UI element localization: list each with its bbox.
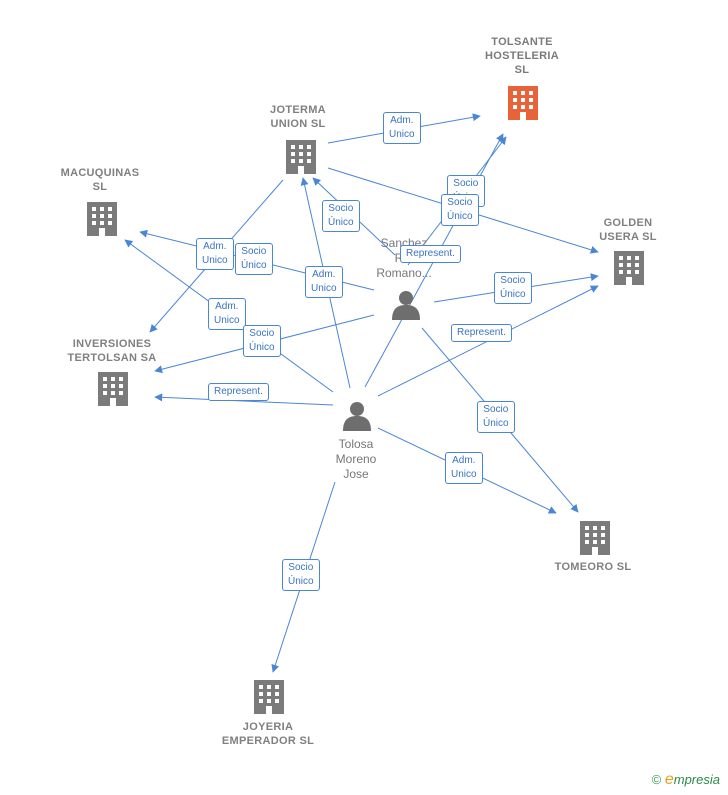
building-icon-inversiones — [98, 372, 128, 406]
edge-tolosa-inversiones — [154, 393, 334, 406]
edge-label-joterma-tolsante: Adm. Unico — [383, 112, 421, 144]
edge-label-tolosa-golden: Represent. — [451, 324, 512, 342]
company-label-macuquinas[interactable]: MACUQUINAS SL — [60, 167, 140, 193]
building-icon-macuquinas — [87, 202, 117, 236]
company-label-inversiones[interactable]: INVERSIONES TERTOLSAN SA — [67, 338, 157, 364]
company-label-joterma[interactable]: JOTERMA UNION SL — [270, 104, 326, 130]
copyright-icon: © — [651, 772, 662, 787]
edge-label-sanchez-macuquinas: Socio Único — [235, 243, 273, 275]
brand-initial: e — [664, 771, 674, 788]
company-label-tolsante[interactable]: TOLSANTE HOSTELERIA SL — [485, 36, 559, 76]
person-label-tolosa[interactable]: Tolosa Moreno Jose — [335, 437, 377, 481]
person-icon-tolosa — [343, 402, 371, 431]
edge-label-sanchez-tolsante-2: Socio Único — [441, 194, 479, 226]
edge-label-tolosa-tomeoro: Adm. Unico — [445, 452, 483, 484]
edge-label-sanchez-tolsante-rep: Represent. — [400, 245, 461, 263]
building-icon-tolsante — [508, 86, 538, 120]
edge-label-tolosa-inversiones: Represent. — [208, 383, 269, 401]
edge-label-sanchez-joterma: Socio Único — [322, 200, 360, 232]
company-label-joyeria[interactable]: JOYERIA EMPERADOR SL — [221, 721, 315, 747]
company-label-golden[interactable]: GOLDEN USERA SL — [599, 217, 657, 243]
edge-label-tolosa-joyeria: Socio Único — [282, 559, 320, 591]
person-icon-sanchez — [392, 291, 420, 320]
edge-label-joterma-inversiones: Adm. Unico — [196, 238, 234, 270]
edge-label-sanchez-inversiones: Socio Único — [243, 325, 281, 357]
edge-label-sanchez-tomeoro: Socio Único — [477, 401, 515, 433]
brand-logo: © empresia — [652, 771, 720, 789]
building-icon-tomeoro — [580, 521, 610, 555]
company-label-tomeoro[interactable]: TOMEORO SL — [554, 561, 632, 573]
brand-name: mpresia — [673, 772, 720, 787]
edge-label-sanchez-golden: Socio Único — [494, 272, 532, 304]
edges — [124, 113, 599, 673]
edge-label-tolosa-joterma: Adm. Unico — [305, 266, 343, 298]
edge-label-tolosa-macuquinas: Adm. Unico — [208, 298, 246, 330]
building-icon-joyeria — [254, 680, 284, 714]
building-icon-golden — [614, 251, 644, 285]
building-icon-joterma — [286, 140, 316, 174]
